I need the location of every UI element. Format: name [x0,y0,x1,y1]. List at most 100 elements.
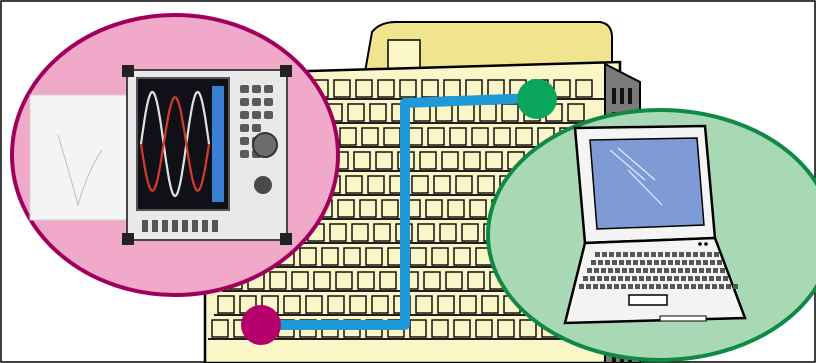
keyboard-key [595,252,600,257]
window [421,79,439,98]
window [367,175,385,194]
laptop-computer [563,124,747,325]
window [449,127,467,146]
window [305,295,323,314]
window [399,79,417,98]
vent-slot [202,220,208,232]
keyboard-key [637,252,642,257]
key-button [240,111,249,119]
window [433,175,451,194]
recorder-callout [10,13,340,297]
keyboard-key [665,252,670,257]
window [355,79,373,98]
keyboard-key [692,268,697,273]
window [417,223,435,242]
window [519,319,537,338]
keyboard-key [616,252,621,257]
side-window-slit [620,88,624,104]
window [453,247,471,266]
window [485,151,503,170]
laptop-touchpad [628,294,668,306]
keyboard-key [602,252,607,257]
window [497,319,515,338]
keyboard-key [707,252,712,257]
window [501,103,519,122]
window [359,199,377,218]
laptop-front-slot [659,315,707,322]
keyboard-key [714,252,719,257]
keyboard-key [611,276,616,281]
keyboard-key [693,252,698,257]
keyboard-key [633,260,638,265]
keyboard-key [653,276,658,281]
keyboard-key [700,252,705,257]
window [375,151,393,170]
window [333,79,351,98]
window [475,319,493,338]
keyboard-key [628,284,633,289]
key-button [264,98,273,106]
key-button [240,137,249,145]
keyboard-key [713,268,718,273]
keyboard-key [597,276,602,281]
keyboard-key [642,284,647,289]
rotary-knob-icon [252,132,278,158]
window [347,103,365,122]
key-button [240,98,249,106]
window [427,127,445,146]
keyboard-key [668,260,673,265]
window [453,319,471,338]
window [567,103,585,122]
keyboard-key [712,284,717,289]
key-button [264,85,273,93]
keyboard-key [656,284,661,289]
waveform-traces [139,90,211,198]
keyboard-key [608,268,613,273]
instrument-connection-point [241,305,281,345]
keyboard-key [646,276,651,281]
recorder-vents [142,220,218,232]
keyboard-key [607,284,612,289]
window [461,223,479,242]
key-button [240,85,249,93]
keyboard-key [679,252,684,257]
window [477,175,495,194]
keyboard-key [702,276,707,281]
keyboard-key [689,260,694,265]
window [369,103,387,122]
window [291,271,309,290]
window [575,79,593,98]
window [377,79,395,98]
keyboard-key [671,268,676,273]
window [469,199,487,218]
keyboard-key [710,260,715,265]
window [493,127,511,146]
side-window-slit [612,88,616,104]
keyboard-key [651,252,656,257]
vent-slot [142,220,148,232]
keyboard-key [649,284,654,289]
keyboard-key [685,268,690,273]
keyboard-key [618,276,623,281]
window [217,295,235,314]
keyboard-key [658,252,663,257]
window [431,247,449,266]
window [471,127,489,146]
keyboard-key [612,260,617,265]
corner-bumper-bl [122,233,134,245]
keyboard-key [593,284,598,289]
window [373,223,391,242]
network-cable [241,79,557,345]
navigation-pad-icon [254,176,272,194]
keyboard-key [695,276,700,281]
keyboard-key [644,252,649,257]
keyboard-key [705,284,710,289]
keyboard-key [667,276,672,281]
keyboard-key [600,284,605,289]
side-window-slit [628,88,632,104]
waveform-trace [139,95,211,193]
keyboard-key [625,276,630,281]
window [411,175,429,194]
keyboard-key [663,284,668,289]
window [431,319,449,338]
